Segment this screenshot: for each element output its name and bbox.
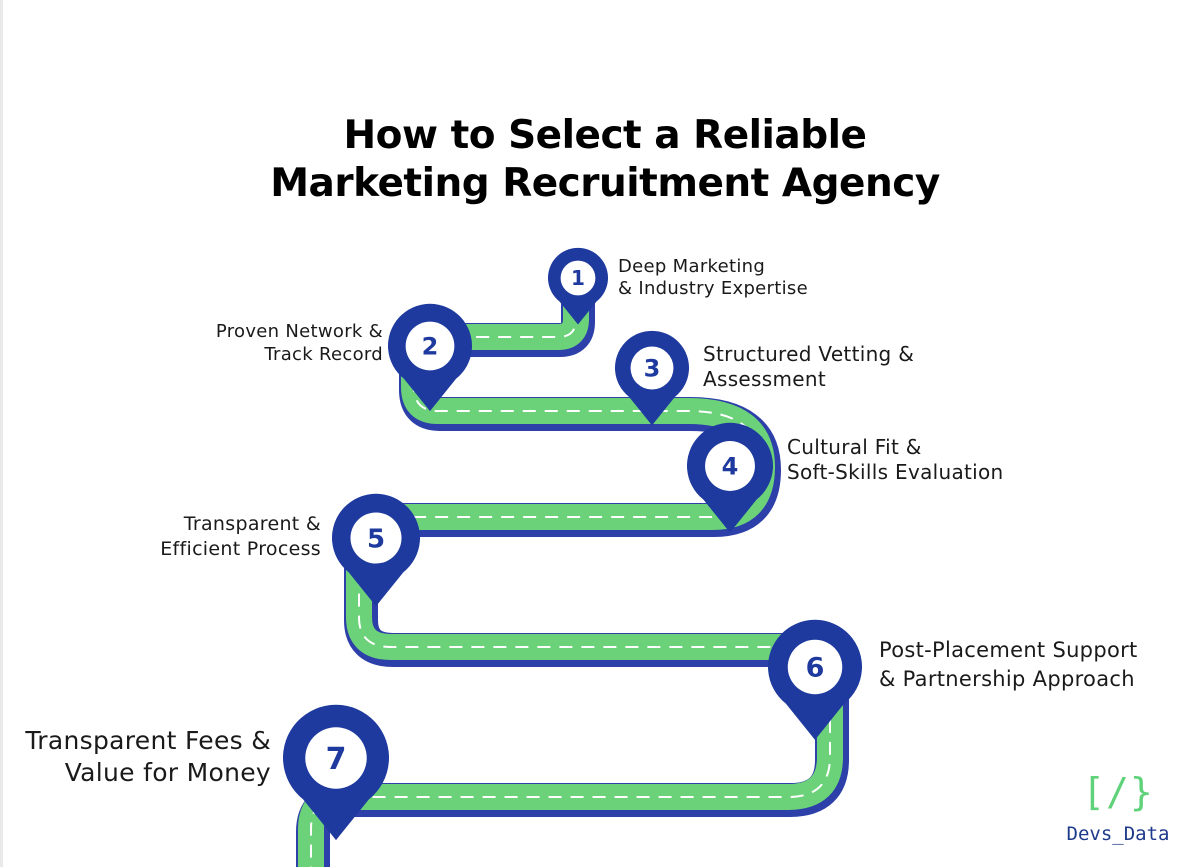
step-5-number: 5: [367, 524, 385, 554]
road-center-dashes: [310, 285, 831, 867]
step-3-line-1: Structured Vetting &: [703, 342, 915, 366]
pin-inner-circle: [560, 260, 596, 296]
step-7-number: 7: [326, 742, 347, 777]
step-1-number: 1: [571, 266, 585, 290]
step-2-label: Proven Network & Track Record: [150, 320, 383, 366]
pin-inner-circle: [405, 321, 455, 371]
step-6-line-1: Post-Placement Support: [879, 638, 1138, 662]
step-5-line-1: Transparent &: [183, 513, 321, 535]
step-1-label: Deep Marketing & Industry Expertise: [618, 256, 808, 300]
step-3-line-2: Assessment: [703, 367, 826, 391]
step-4-line-2: Soft-Skills Evaluation: [787, 460, 1004, 484]
step-pins: 1 2 3 4 5 6 7: [283, 247, 862, 841]
step-5-label: Transparent & Efficient Process: [120, 512, 321, 562]
pin-inner-circle: [305, 727, 367, 789]
step-5-pin: 5: [332, 493, 420, 607]
devsdata-logo-icon: [/}: [1082, 770, 1154, 814]
step-6-number: 6: [806, 653, 825, 684]
pin-inner-circle: [705, 441, 755, 491]
step-7-pin: 7: [283, 704, 389, 841]
step-5-line-2: Efficient Process: [160, 538, 321, 560]
step-3-pin: 3: [615, 330, 690, 426]
step-2-pin: 2: [388, 303, 473, 412]
pin-inner-circle: [630, 346, 674, 390]
step-2-line-2: Track Record: [264, 344, 383, 365]
step-6-pin: 6: [767, 619, 862, 740]
step-4-line-1: Cultural Fit &: [787, 435, 922, 459]
step-7-line-1: Transparent Fees &: [25, 726, 271, 755]
step-3-number: 3: [644, 355, 661, 383]
pin-inner-circle: [350, 512, 402, 564]
title-line-1: How to Select a Reliable: [343, 113, 867, 158]
step-4-number: 4: [722, 453, 739, 481]
step-1-line-1: Deep Marketing: [618, 256, 766, 277]
step-6-line-2: & Partnership Approach: [879, 667, 1135, 691]
step-4-pin: 4: [686, 422, 773, 533]
step-2-line-1: Proven Network &: [215, 321, 383, 342]
page-edge-line: [0, 0, 3, 867]
title-line-2: Marketing Recruitment Agency: [270, 161, 940, 206]
devsdata-logo: [/} Devs_Data: [1058, 770, 1178, 846]
page-title: How to Select a Reliable Marketing Recru…: [0, 112, 1200, 208]
step-7-line-2: Value for Money: [64, 758, 271, 787]
devsdata-logo-text: Devs_Data: [1066, 823, 1170, 845]
step-7-label: Transparent Fees & Value for Money: [10, 725, 271, 789]
step-6-label: Post-Placement Support & Partnership App…: [879, 636, 1138, 694]
step-3-label: Structured Vetting & Assessment: [703, 342, 914, 392]
step-1-line-2: & Industry Expertise: [618, 278, 808, 299]
step-2-number: 2: [422, 333, 439, 361]
pin-inner-circle: [787, 639, 843, 695]
step-1-pin: 1: [548, 247, 609, 325]
step-4-label: Cultural Fit & Soft-Skills Evaluation: [787, 435, 1004, 485]
